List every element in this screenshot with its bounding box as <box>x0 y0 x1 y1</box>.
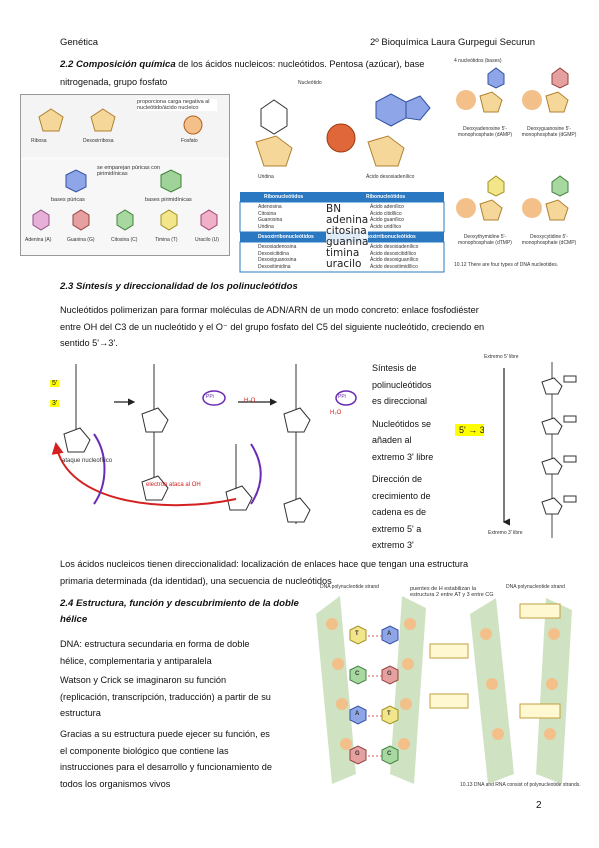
figure-synthesis: 5' 3' ataque nucleofílico electrón ataca… <box>46 354 358 546</box>
double-helix-illustration <box>316 596 572 784</box>
direction-paragraph: Los ácidos nucleicos tienen direccionali… <box>60 559 469 586</box>
header-right: 2º Bioquímica Laura Gurpegui Securun <box>370 37 536 48</box>
electron-label: electrón ataca al OH <box>146 482 201 488</box>
hbond-note: puentes de H estabilizan la estructura 2… <box>410 586 494 598</box>
synthesis-illustration <box>51 364 357 524</box>
label-3prime: 3' <box>50 400 60 407</box>
section-23-title: 2.3 Síntesis y direccionalidad de los po… <box>60 281 298 292</box>
figure-double-helix: DNA polynucleotide strand puentes de H e… <box>310 584 584 792</box>
label-5prime: 5' <box>50 380 60 387</box>
section-24-p2: Watson y Crick se imaginaron su función(… <box>60 675 271 718</box>
four-nucleotides-illustration <box>456 67 569 221</box>
figure-nucleotide: Nucleótido Uridina Ácido desoxiadenílico… <box>236 74 448 276</box>
sugars-bases-illustration <box>21 95 229 255</box>
figure-chain: Extremo 5' libre Extremo 3' libre <box>484 352 584 548</box>
section-22-intro: 2.2 Composición química de los ácidos nu… <box>60 59 425 87</box>
figure-sugars-bases: proporciona carga negativa al nucleótido… <box>20 94 230 256</box>
pairing-note: se emparejan púricas con pirimidínicas <box>97 165 160 177</box>
nucleotide-title: Nucleótido <box>298 80 322 86</box>
bn-word-list: BN adenina citosina guanina timina uraci… <box>326 203 369 270</box>
section-24-p3: Gracias a su estructura puede ejecer su … <box>60 729 272 789</box>
header-left: Genética <box>60 37 99 48</box>
section-22-title: 2.2 Composición química <box>60 59 176 70</box>
section-24-title: 2.4 Estructura, función y descubrimiento… <box>60 598 299 625</box>
figure-four-nucleotides: 4 nucleótidos (bases) Deoxyadenosine 5'-… <box>452 56 584 274</box>
section-23-paragraph: Nucleótidos polimerizan para formar molé… <box>60 305 485 348</box>
page-number: 2 <box>536 800 542 811</box>
phosphate-note: proporciona carga negativa al nucleótido… <box>137 99 217 111</box>
chain-illustration <box>502 362 577 538</box>
section-24-p1: DNA: estructura secundaria en forma de d… <box>60 639 250 666</box>
